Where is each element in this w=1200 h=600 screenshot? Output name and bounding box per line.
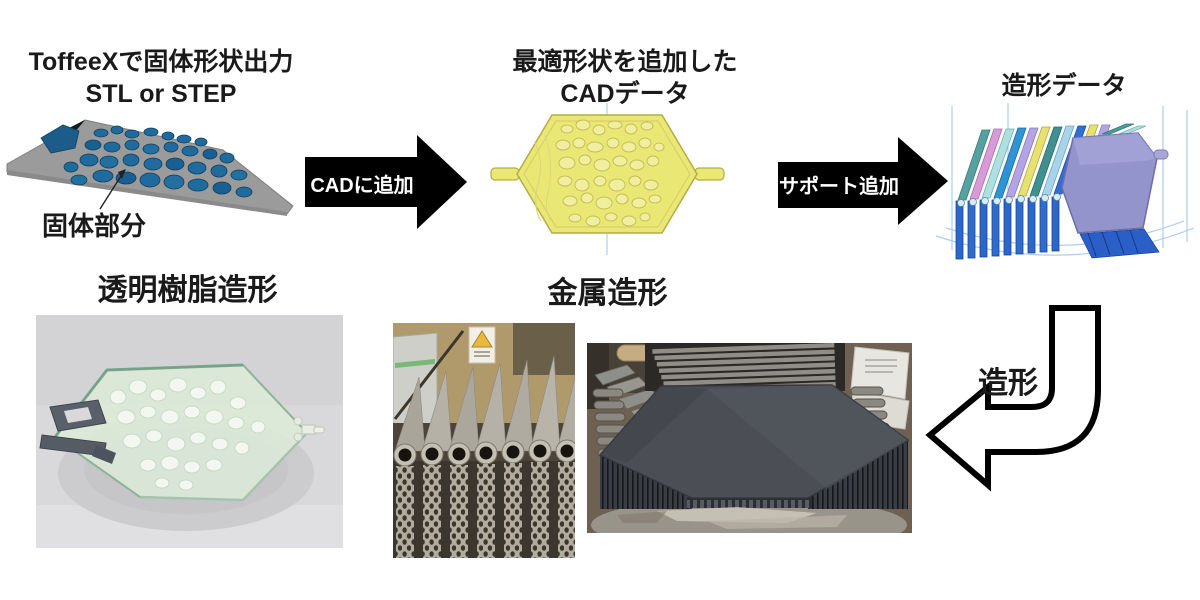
- callout-arrow-icon: [99, 169, 126, 210]
- resin-part: [53, 363, 325, 502]
- solid-blobs: [40, 124, 253, 198]
- top-support-bars: [645, 343, 845, 393]
- resin-part-photo: [36, 315, 343, 548]
- support-fins: [955, 196, 1060, 260]
- arrow-build-label: 造形: [978, 367, 1038, 400]
- arrow-right-icon: [305, 135, 467, 229]
- workshop-background: [393, 326, 496, 440]
- step1-title: ToffeeXで固体形状出力: [28, 48, 294, 76]
- step2-title-block: 最適形状を追加した CADデータ: [465, 46, 785, 110]
- resin-result-title: 透明樹脂造形: [97, 274, 278, 307]
- step1-callout: 固体部分: [42, 211, 147, 241]
- arrow-right-icon: [778, 137, 948, 225]
- metal-plate-wedges: [394, 355, 575, 452]
- tube-openings: [393, 439, 575, 467]
- step1-title-block: ToffeeXで固体形状出力 STL or STEP: [0, 46, 322, 110]
- step2-title: 最適形状を追加した: [512, 48, 738, 76]
- step3-title-block: 造形データ: [955, 70, 1173, 102]
- lattice-support-strips: [396, 462, 575, 558]
- arrow-curved-down-left-icon: [925, 305, 1101, 492]
- clamp-fixture: [39, 399, 116, 464]
- resin-nozzle: [293, 416, 325, 442]
- metal-hexagon-face: [598, 384, 910, 499]
- metal-plates-photo: [393, 323, 575, 558]
- solid-shape-render: [6, 119, 294, 216]
- metal-powder: [617, 507, 847, 529]
- step3-title: 造形データ: [1001, 72, 1127, 100]
- arrow-support-label: サポート追加: [779, 176, 899, 198]
- metal-block-photo: [587, 343, 912, 533]
- cad-optimized-blobs: [555, 119, 665, 227]
- front-hexagon-plate: [1061, 132, 1169, 259]
- cad-data-render: [490, 103, 725, 255]
- arrow-cad-label: CADに追加: [310, 175, 414, 197]
- step1-subtitle: STL or STEP: [85, 80, 237, 108]
- metal-result-title: 金属造形: [547, 277, 668, 310]
- step2-subtitle: CADデータ: [560, 80, 690, 108]
- build-data-render: [935, 103, 1195, 260]
- tube-ends: [957, 193, 1061, 207]
